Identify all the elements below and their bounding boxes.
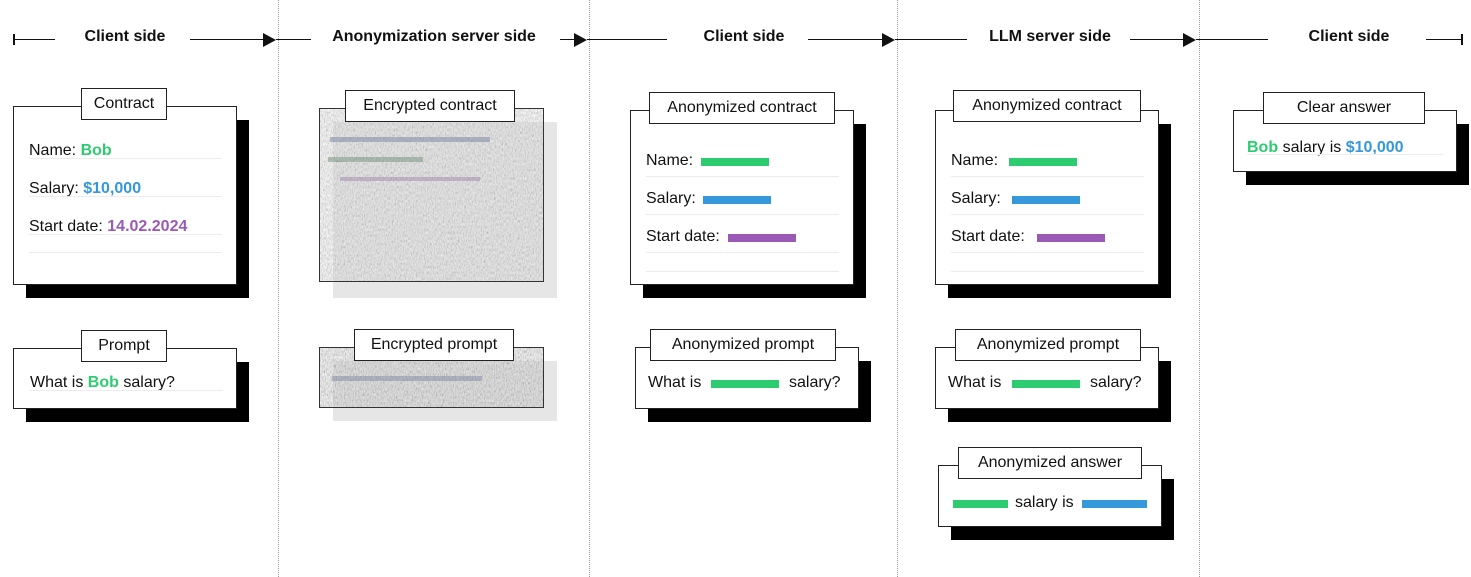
arrow-icon (263, 33, 276, 47)
answer-text: salary is (1282, 139, 1342, 156)
divider (29, 234, 222, 235)
contract-name-row: Name: Bob (29, 142, 112, 160)
llm-contract-title: Anonymized contract (953, 90, 1141, 122)
divider (951, 252, 1144, 253)
anon-prompt-prefix: What is (648, 374, 702, 391)
anonymized-contract-card: Name: Salary: Start date: (630, 110, 854, 285)
prompt-text: What is (30, 374, 84, 391)
field-label: Salary: (646, 190, 696, 207)
divider (951, 271, 1144, 272)
timeline-line (560, 39, 576, 40)
name-value: Bob (1247, 139, 1279, 156)
llm-prompt-suffix: salary? (1090, 374, 1142, 391)
timeline-line (808, 39, 884, 40)
salary-redaction-bar (1012, 196, 1080, 204)
field-label: Salary: (951, 190, 1001, 207)
date-redaction-bar (728, 234, 796, 242)
anon-prompt-suffix: salary? (789, 374, 841, 391)
timeline-line (1130, 39, 1184, 40)
arrow-icon (882, 33, 895, 47)
llm-contract-card: Name: Salary: Start date: (935, 110, 1159, 285)
name-value: Bob (87, 374, 119, 391)
name-redaction-bar (1009, 158, 1077, 166)
column-title-client: Client side (84, 28, 166, 45)
field-label: Start date: (646, 228, 720, 245)
date-value: 14.02.2024 (107, 218, 188, 235)
field-label: Start date: (29, 218, 103, 235)
encrypted-contract-title: Encrypted contract (345, 90, 515, 122)
salary-value: $10,000 (1345, 139, 1404, 156)
name-redaction-bar (1012, 380, 1080, 388)
anonymized-prompt-title: Anonymized prompt (650, 329, 836, 361)
clear-answer-text: Bob salary is $10,000 (1247, 139, 1404, 157)
divider (646, 252, 839, 253)
field-label: Name: (646, 152, 694, 169)
prompt-text: salary? (123, 374, 175, 391)
timeline-line (1426, 39, 1462, 40)
salary-redaction-bar (1082, 500, 1147, 508)
divider (1247, 154, 1443, 155)
anonymized-contract-title: Anonymized contract (649, 92, 835, 124)
column-title-client: Client side (1308, 28, 1390, 45)
arrow-icon (1183, 33, 1196, 47)
divider (29, 252, 222, 253)
llm-start-row: Start date: (951, 228, 1025, 246)
contract-start-row: Start date: 14.02.2024 (29, 218, 187, 236)
column-divider (589, 0, 590, 577)
column-title-client: Client side (703, 28, 785, 45)
name-redaction-bar (953, 500, 1008, 508)
column-title-llm-server: LLM server side (989, 28, 1111, 45)
clear-answer-title: Clear answer (1263, 92, 1425, 124)
prompt-card: What is Bob salary? (13, 348, 237, 409)
llm-answer-title: Anonymized answer (958, 447, 1142, 479)
divider (29, 158, 222, 159)
divider (646, 176, 839, 177)
anon-start-row: Start date: (646, 228, 720, 246)
contract-salary-row: Salary: $10,000 (29, 180, 141, 198)
contract-title: Contract (81, 88, 167, 120)
column-divider (897, 0, 898, 577)
anon-name-row: Name: (646, 152, 693, 170)
arrow-icon (574, 33, 587, 47)
timeline-line (190, 39, 265, 40)
contract-card: Name: Bob Salary: $10,000 Start date: 14… (13, 106, 237, 285)
timeline-line (276, 39, 311, 40)
divider (646, 214, 839, 215)
timeline-end-tick (1461, 34, 1463, 45)
field-label: Salary: (29, 180, 79, 197)
salary-value: $10,000 (83, 180, 142, 197)
timeline-line (13, 39, 55, 40)
timeline-line (1196, 39, 1268, 40)
anon-salary-row: Salary: (646, 190, 696, 208)
date-redaction-bar (1037, 234, 1105, 242)
field-label: Start date: (951, 228, 1025, 245)
timeline-line (895, 39, 967, 40)
divider (646, 271, 839, 272)
prompt-question: What is Bob salary? (30, 374, 175, 392)
llm-prompt-prefix: What is (948, 374, 1002, 391)
column-title-anonymization-server: Anonymization server side (332, 28, 536, 45)
divider (951, 176, 1144, 177)
column-divider (278, 0, 279, 577)
timeline-line (587, 39, 667, 40)
noise-texture (320, 109, 543, 281)
name-value: Bob (80, 142, 112, 159)
llm-answer-text: salary is (1015, 494, 1074, 511)
divider (30, 390, 223, 391)
llm-salary-row: Salary: (951, 190, 1001, 208)
column-divider (1199, 0, 1200, 577)
field-label: Name: (951, 152, 999, 169)
field-label: Name: (29, 142, 77, 159)
divider (951, 214, 1144, 215)
salary-redaction-bar (703, 196, 771, 204)
divider (29, 196, 222, 197)
llm-name-row: Name: (951, 152, 998, 170)
prompt-title: Prompt (81, 330, 167, 362)
llm-prompt-title: Anonymized prompt (955, 329, 1141, 361)
name-redaction-bar (711, 380, 779, 388)
encrypted-contract-image (319, 108, 544, 282)
name-redaction-bar (701, 158, 769, 166)
encrypted-prompt-title: Encrypted prompt (354, 329, 514, 361)
